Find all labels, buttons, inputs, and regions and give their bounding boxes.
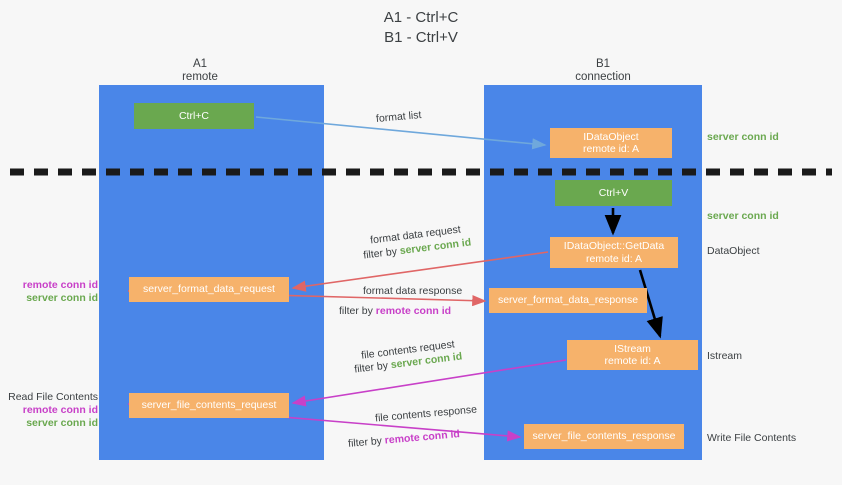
box-server-file-contents-response[interactable]: server_file_contents_response <box>524 424 684 449</box>
page-title: A1 - Ctrl+C B1 - Ctrl+V <box>0 8 842 48</box>
box-getdata-remote-id: remote id: A <box>585 252 643 265</box>
label-istream: Istream <box>707 350 743 362</box>
arrow-getdata-istream <box>638 269 663 339</box>
label-data-object: DataObject <box>707 245 760 257</box>
box-server-format-data-response[interactable]: server_format_data_response <box>489 288 647 313</box>
label-read-file-contents: Read File Contents <box>8 391 98 403</box>
label-server-conn-id-top: server conn id <box>707 131 779 143</box>
box-istream[interactable]: IStream remote id: A <box>567 340 698 370</box>
label-conn-ids-file: Read File Contents remote conn id server… <box>8 391 98 430</box>
arrow-format-list <box>255 116 547 150</box>
box-idataobject-remote-id: remote id: A <box>582 143 640 155</box>
box-server-format-data-request[interactable]: server_format_data_request <box>129 277 289 302</box>
box-idataobject[interactable]: IDataObject remote id: A <box>550 128 672 158</box>
box-ctrl-v-label: Ctrl+V <box>598 186 629 199</box>
box-idataobject-getdata[interactable]: IDataObject::GetData remote id: A <box>550 237 678 268</box>
filter-remote-conn-id-1: remote conn id <box>375 305 452 317</box>
label-server-conn-id-2: server conn id <box>26 417 98 429</box>
label-remote-conn-id-2: remote conn id <box>22 404 98 416</box>
box-istream-title: IStream <box>614 342 651 355</box>
title-line-2: B1 - Ctrl+V <box>384 29 458 46</box>
label-conn-ids-format: remote conn id server conn id <box>8 279 98 305</box>
lane-a1-sub: remote <box>182 71 218 83</box>
box-server-file-contents-request-label: server_file_contents_request <box>141 399 277 412</box>
lane-a1-name: A1 <box>192 58 208 70</box>
box-idataobject-title: IDataObject <box>583 130 639 143</box>
title-line-1: A1 - Ctrl+C <box>383 9 459 26</box>
lane-b1-name: B1 <box>595 58 611 70</box>
box-istream-remote-id: remote id: A <box>604 355 661 367</box>
box-ctrl-c[interactable]: Ctrl+C <box>134 103 254 129</box>
box-ctrl-v[interactable]: Ctrl+V <box>555 180 672 206</box>
box-ctrl-c-label: Ctrl+C <box>178 109 210 122</box>
filter-by-text-4: filter by <box>347 434 383 450</box>
box-server-file-contents-response-label: server_file_contents_response <box>532 430 676 443</box>
label-remote-conn-id-1: remote conn id <box>22 279 98 291</box>
label-server-conn-id-second: server conn id <box>707 210 779 222</box>
lane-b1-sub: connection <box>575 71 631 83</box>
box-server-format-data-request-label: server_format_data_request <box>143 283 275 296</box>
box-getdata-title: IDataObject::GetData <box>563 240 665 252</box>
lane-header-a1: A1 remote <box>140 58 260 84</box>
arrow-file-contents-request <box>291 359 567 407</box>
label-server-conn-id-1: server conn id <box>26 292 98 304</box>
box-server-file-contents-request[interactable]: server_file_contents_request <box>129 393 289 418</box>
box-server-format-data-response-label: server_format_data_response <box>497 294 639 307</box>
label-format-data-response: format data response <box>363 285 463 297</box>
label-write-file-contents: Write File Contents <box>707 432 797 444</box>
label-filter-by-remote-conn-id-1: filter by remote conn id <box>339 305 451 318</box>
filter-by-text-2: filter by <box>339 305 373 317</box>
lane-header-b1: B1 connection <box>538 58 668 84</box>
arrow-format-data-request <box>291 251 549 292</box>
